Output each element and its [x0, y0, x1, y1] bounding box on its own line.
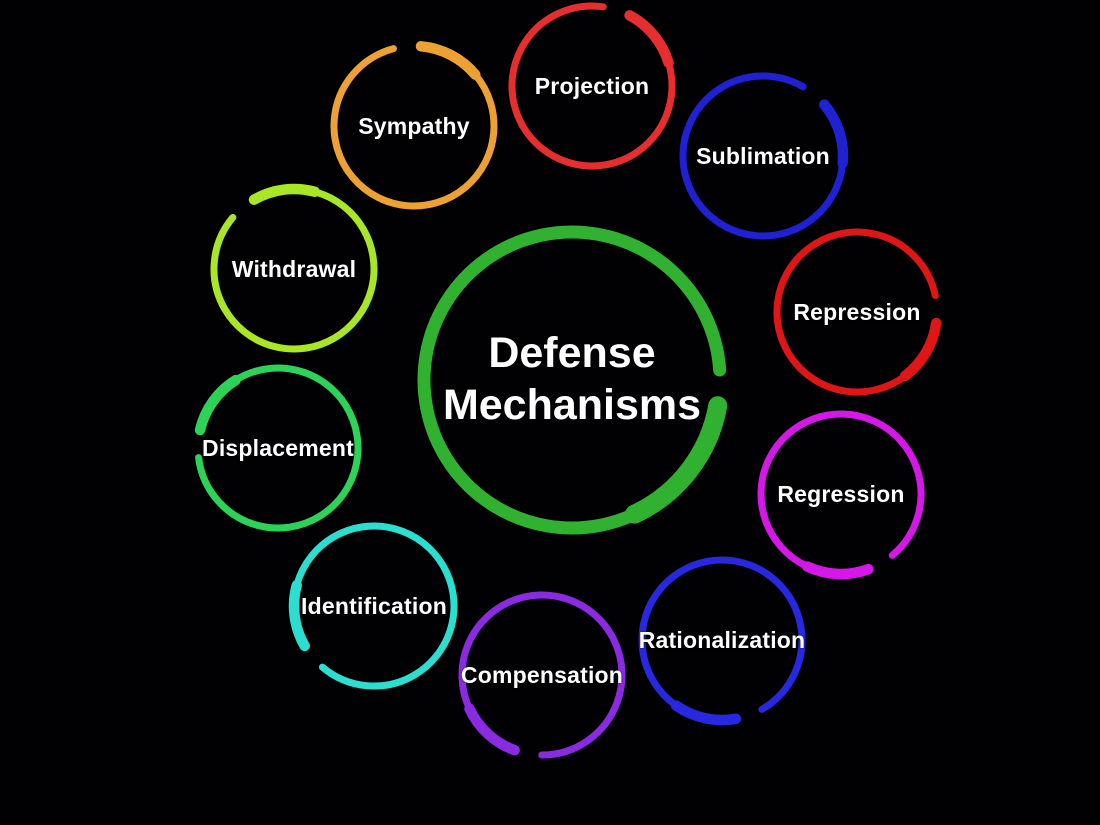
center-ring-brush-tail [414, 222, 730, 538]
rationalization-brush-circle [636, 554, 808, 726]
mechanism-label-repression: Repression [793, 298, 921, 325]
sublimation-ring-brush-tail [677, 70, 849, 242]
mechanism-label-sublimation: Sublimation [696, 142, 830, 169]
mechanism-label-projection: Projection [534, 72, 650, 99]
mechanism-node-sympathy: Sympathy [326, 38, 502, 214]
sympathy-ring-brush-tail [328, 40, 500, 212]
regression-ring-brush-tail [755, 408, 927, 580]
compensation-brush-circle [456, 589, 628, 761]
repression-ring-brush-tail [771, 226, 943, 398]
center-node-defense-mechanisms: Defense Mechanisms [414, 222, 730, 538]
mechanism-node-regression: Regression [753, 406, 929, 582]
projection-brush-circle [506, 0, 678, 172]
mechanism-label-regression: Regression [777, 480, 905, 507]
mechanism-node-sublimation: Sublimation [675, 68, 851, 244]
withdrawal-ring-brush-tail [208, 183, 380, 355]
withdrawal-brush-circle [208, 183, 380, 355]
identification-brush-circle [288, 520, 460, 692]
mechanism-label-identification: Identification [301, 592, 447, 619]
mechanism-node-projection: Projection [504, 0, 680, 174]
repression-brush-circle [771, 226, 943, 398]
mechanism-label-sympathy: Sympathy [358, 112, 470, 139]
sympathy-brush-circle [328, 40, 500, 212]
mechanism-node-displacement: Displacement [190, 360, 366, 536]
displacement-ring-brush-tail [192, 362, 364, 534]
sublimation-brush-circle [677, 70, 849, 242]
center-title: Defense Mechanisms [442, 329, 702, 429]
rationalization-ring-brush-tail [636, 554, 808, 726]
regression-brush-circle [755, 408, 927, 580]
mechanism-label-compensation: Compensation [460, 661, 624, 688]
compensation-ring-brush-tail [456, 589, 628, 761]
mechanism-node-compensation: Compensation [454, 587, 630, 763]
mechanism-node-withdrawal: Withdrawal [206, 181, 382, 357]
mechanism-node-repression: Repression [769, 224, 945, 400]
center-brush-circle [414, 222, 730, 538]
mechanism-label-displacement: Displacement [202, 434, 354, 461]
projection-ring-brush-tail [506, 0, 678, 172]
mechanism-label-withdrawal: Withdrawal [231, 255, 357, 282]
mechanism-label-rationalization: Rationalization [638, 626, 806, 653]
identification-ring-brush-tail [288, 520, 460, 692]
displacement-brush-circle [192, 362, 364, 534]
mechanism-node-identification: Identification [286, 518, 462, 694]
mechanism-node-rationalization: Rationalization [634, 552, 810, 728]
